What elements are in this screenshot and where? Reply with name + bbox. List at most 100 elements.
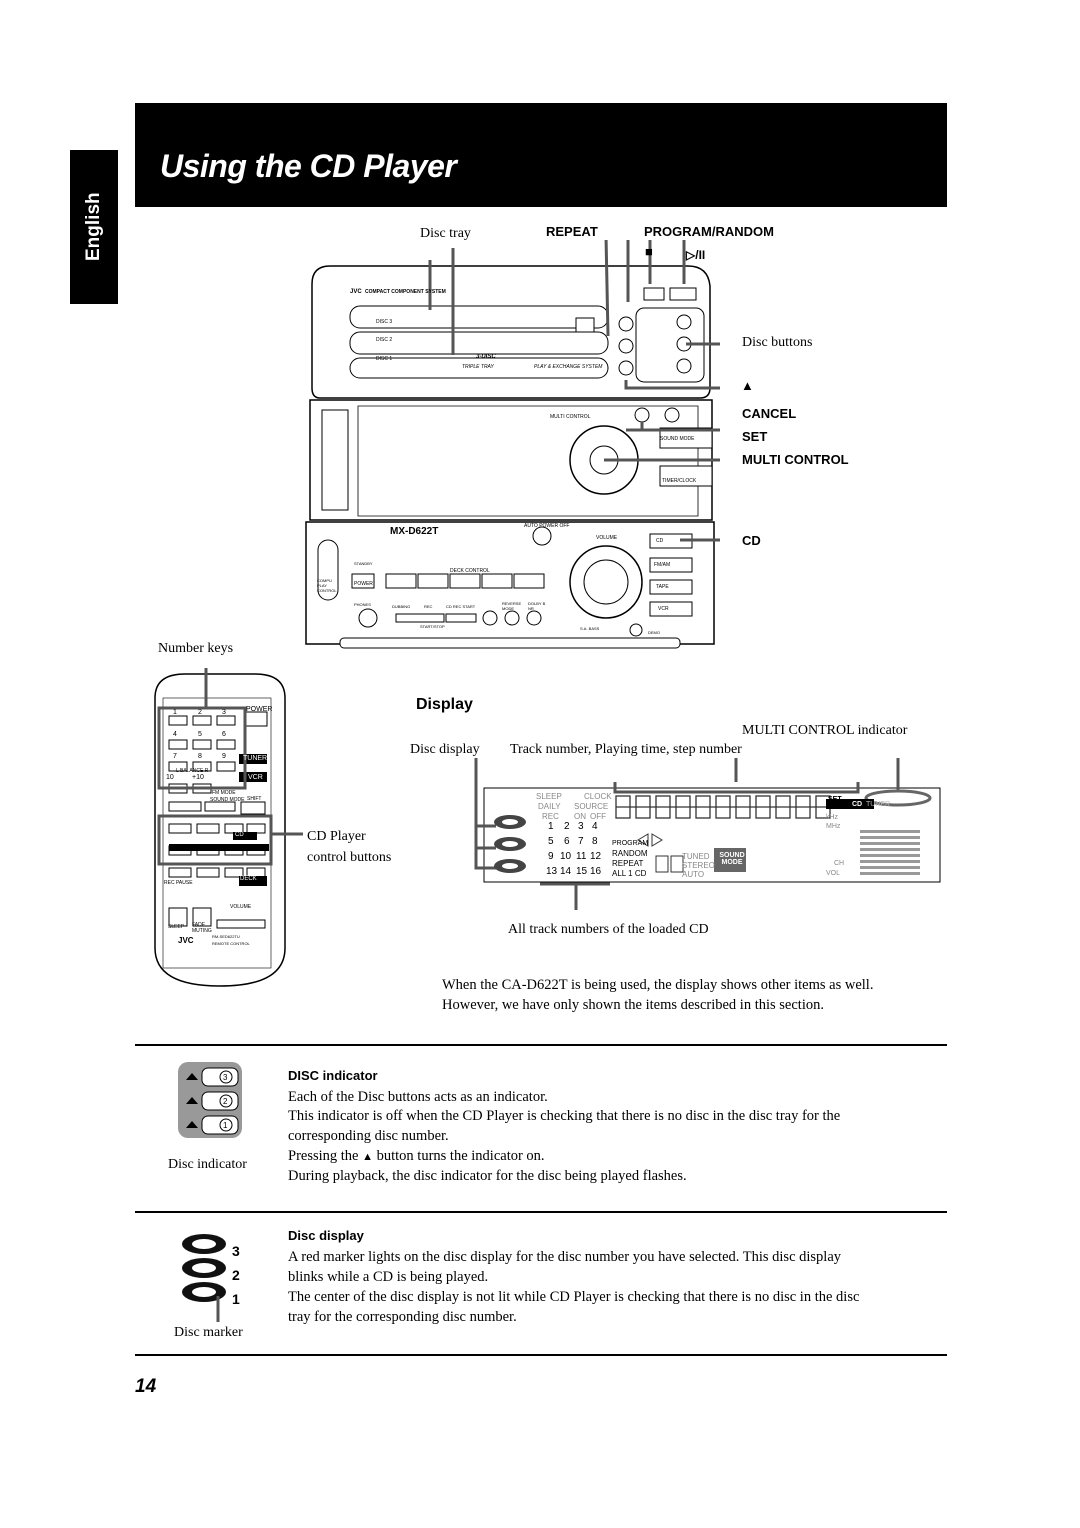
- source-vcr-label: VCR: [658, 606, 669, 612]
- page-title: Using the CD Player: [160, 148, 457, 184]
- multi-control-indicator-label: MULTI CONTROL indicator: [742, 723, 908, 738]
- tray-label-3: DISC 3: [376, 319, 393, 325]
- source-cd-label: CD: [656, 538, 664, 544]
- dubbing-label: DUBBING: [392, 604, 411, 609]
- svg-text:3: 3: [232, 1243, 240, 1259]
- compu-play-label: COMPU PLAY CONTROL: [317, 578, 337, 593]
- lcd-track-6: 6: [564, 836, 570, 847]
- disc-indicator-heading: DISC indicator: [288, 1068, 378, 1083]
- lcd-cd: CD: [852, 801, 863, 808]
- timer-clock-face-label: TIMER/CLOCK: [662, 478, 697, 484]
- standby-label: STANDBY: [354, 561, 373, 566]
- display-heading: Display: [416, 696, 473, 713]
- remote-key-2[interactable]: 2: [198, 709, 202, 716]
- remote-key-3[interactable]: 3: [222, 709, 226, 716]
- model-label: MX-D622T: [390, 526, 439, 537]
- remote-illustration: [154, 668, 303, 987]
- remote-tuner-label: TUNER: [243, 755, 268, 762]
- remote-key-5[interactable]: 5: [198, 731, 202, 738]
- source-tape-label: TAPE: [656, 584, 669, 590]
- source-fmam-label: FM/AM: [654, 562, 671, 568]
- remote-key-7[interactable]: 7: [173, 753, 177, 760]
- reverse-mode-label: REVERSE MODE: [502, 601, 522, 611]
- divider-3: [135, 1354, 947, 1356]
- remote-fade-muting-label: FADE MUTING: [192, 922, 212, 934]
- lcd-auto: AUTO: [682, 870, 705, 879]
- lcd-track-10: 10: [560, 851, 572, 862]
- repeat-label: REPEAT: [546, 224, 598, 239]
- remote-key-8[interactable]: 8: [198, 753, 202, 760]
- disc-indicator-line-3: corresponding disc number.: [288, 1128, 449, 1144]
- disc-display-line-1: A red marker lights on the disc display …: [288, 1249, 842, 1265]
- page-number: 14: [135, 1376, 157, 1397]
- deck-control-label: DECK CONTROL: [450, 568, 490, 574]
- eject-icon: ▲: [741, 378, 754, 393]
- title-bar: [135, 103, 947, 207]
- remote-key-9[interactable]: 9: [222, 753, 226, 760]
- lcd-rec: REC: [542, 812, 559, 821]
- lcd-khz: kHz: [826, 814, 839, 821]
- remote-volume-label: VOLUME: [230, 904, 252, 910]
- lcd-daily: DAILY: [538, 802, 561, 811]
- lcd-program: PROGRAM: [612, 840, 649, 847]
- divider-1: [135, 1044, 947, 1046]
- cd-label: CD: [742, 533, 761, 548]
- svg-text:1: 1: [223, 1121, 228, 1130]
- cancel-label: CANCEL: [742, 406, 797, 421]
- remote-brand: JVC: [178, 936, 194, 945]
- tray-label-1: DISC 1: [376, 356, 393, 362]
- remote-key-4[interactable]: 4: [173, 731, 177, 738]
- remote-plus-ten-key[interactable]: +10: [192, 774, 204, 781]
- remote-vcr-label: VCR: [248, 774, 263, 781]
- lcd-all-1cd: ALL 1 CD: [612, 869, 647, 878]
- remote-key-1[interactable]: 1: [173, 709, 177, 716]
- number-keys-label: Number keys: [158, 641, 234, 656]
- three-disc-label: 3-DISC: [476, 354, 496, 360]
- lcd-clock: CLOCK: [584, 792, 612, 801]
- lcd-random: RANDOM: [612, 849, 648, 858]
- lcd-track-12: 12: [590, 851, 602, 862]
- svg-text:3: 3: [223, 1073, 228, 1082]
- remote-ten-key[interactable]: 10: [166, 774, 174, 781]
- remote-power-label: POWER: [246, 706, 273, 713]
- disc-indicator-line-1: Each of the Disc buttons acts as an indi…: [288, 1089, 548, 1105]
- phones-label: PHONES: [354, 602, 371, 607]
- lcd-track-16: 16: [590, 866, 602, 877]
- program-random-label: PROGRAM/RANDOM: [644, 224, 774, 239]
- cd-player-control-buttons-label-1: CD Player: [307, 829, 366, 844]
- eject-icon: ▲: [362, 1151, 373, 1163]
- triple-tray-label: TRIPLE TRAY: [462, 364, 494, 370]
- lcd-track-4: 4: [592, 821, 598, 832]
- multi-control-face-label: MULTI CONTROL: [550, 414, 591, 420]
- disc-tray-label: Disc tray: [420, 226, 471, 241]
- lcd-repeat: REPEAT: [612, 859, 644, 868]
- lcd-ch: CH: [834, 860, 845, 867]
- lcd-track-5: 5: [548, 836, 554, 847]
- lcd-tuner: TUNER: [866, 801, 891, 808]
- remote-key-6[interactable]: 6: [222, 731, 226, 738]
- lcd-sleep: SLEEP: [536, 792, 562, 801]
- lcd-track-7: 7: [578, 836, 584, 847]
- lcd-track-1: 1: [548, 821, 554, 832]
- play-exchange-label: PLAY & EXCHANGE SYSTEM: [534, 364, 603, 370]
- remote-fm-mode-label: FM MODE: [212, 790, 236, 796]
- remote-cd-label: CD: [235, 832, 244, 838]
- lcd-track-9: 9: [548, 851, 554, 862]
- tray-label-2: DISC 2: [376, 337, 393, 343]
- lcd-sound-mode: SOUND MODE: [719, 852, 745, 866]
- sound-mode-face-label: SOUND MODE: [660, 436, 695, 442]
- lcd-set: SET: [828, 796, 842, 803]
- lcd-track-14: 14: [560, 866, 572, 877]
- disc-indicator-line-5: During playback, the disc indicator for …: [288, 1168, 687, 1184]
- cd-rec-start-label: CD REC START: [446, 604, 476, 609]
- lcd-off: OFF: [590, 812, 606, 821]
- svg-text:1: 1: [232, 1291, 240, 1307]
- rec-face-label: REC: [424, 604, 433, 609]
- lcd-track-11: 11: [576, 851, 587, 862]
- disc-indicator-caption: Disc indicator: [168, 1157, 247, 1172]
- remote-balance-label: L BALANCE R: [176, 768, 209, 774]
- multi-control-label: MULTI CONTROL: [742, 452, 849, 467]
- disc-display-line-3: The center of the disc display is not li…: [288, 1289, 860, 1305]
- disc-buttons-label: Disc buttons: [742, 335, 813, 350]
- lcd-source: SOURCE: [574, 802, 609, 811]
